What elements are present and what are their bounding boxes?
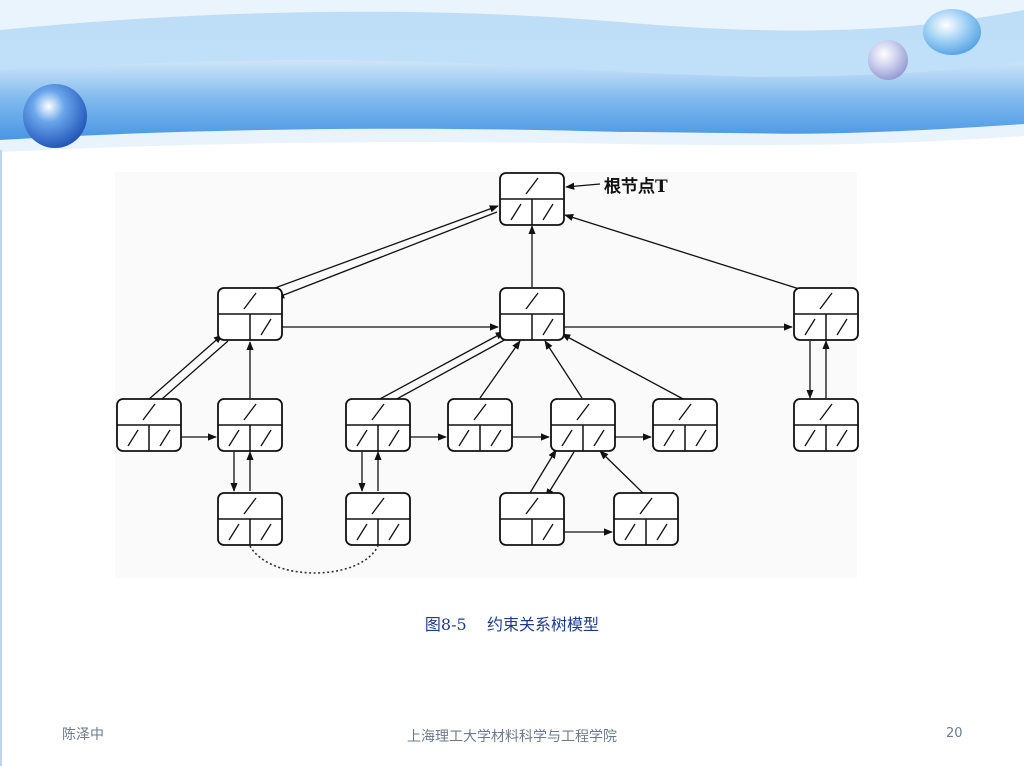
null-slash [228, 523, 240, 541]
orb-medium-icon [923, 9, 981, 55]
null-slash [356, 429, 368, 447]
link-arrow [147, 334, 223, 401]
null-slash [576, 403, 590, 421]
null-slash [542, 203, 554, 221]
null-slash [663, 429, 675, 447]
null-slash [490, 429, 502, 447]
link-arrow [561, 333, 686, 401]
null-slash [819, 403, 833, 421]
null-slash [127, 429, 139, 447]
footer-page-number: 20 [946, 726, 963, 741]
null-slash [228, 429, 240, 447]
tree-node [793, 287, 859, 341]
null-slash [159, 429, 171, 447]
null-slash [656, 523, 668, 541]
null-slash [804, 318, 816, 336]
orb-large-icon [23, 84, 87, 148]
null-slash [388, 429, 400, 447]
null-slash [473, 403, 487, 421]
footer-author: 陈泽中 [62, 727, 104, 743]
root-node-label: 根节点T [604, 177, 668, 197]
null-slash [356, 523, 368, 541]
null-slash [593, 429, 605, 447]
null-slash [510, 203, 522, 221]
link-arrow [153, 340, 229, 407]
null-slash [525, 177, 539, 195]
link-arrow [599, 450, 646, 496]
null-slash [260, 523, 272, 541]
null-slash [260, 429, 272, 447]
constraint-tree-diagram [116, 172, 859, 574]
link-layer [147, 182, 830, 574]
null-slash [260, 318, 272, 336]
tree-node [793, 398, 859, 452]
null-slash [678, 403, 692, 421]
left-border [0, 150, 2, 766]
link-arrow [545, 451, 575, 498]
figure-number: 图8-5 [424, 615, 467, 634]
null-slash [819, 292, 833, 310]
tree-node [499, 172, 565, 226]
dotted-link [249, 545, 379, 574]
null-slash [388, 523, 400, 541]
null-slash [804, 429, 816, 447]
null-slash [525, 497, 539, 515]
null-slash [243, 292, 257, 310]
link-arrow [479, 340, 521, 399]
header-wave-blue [0, 60, 1024, 148]
tree-node [499, 287, 565, 341]
null-slash [561, 429, 573, 447]
null-slash [836, 318, 848, 336]
null-slash [142, 403, 156, 421]
link-arrow [544, 340, 583, 399]
null-slash [371, 497, 385, 515]
link-arrow [377, 331, 505, 401]
figure-caption: 图8-5 约束关系树模型 [0, 611, 1024, 635]
tree-node [217, 398, 283, 452]
tree-node [447, 398, 513, 452]
null-slash [542, 318, 554, 336]
tree-node [217, 492, 283, 546]
null-slash [525, 292, 539, 310]
null-slash [639, 497, 653, 515]
tree-node [550, 398, 616, 452]
null-slash [695, 429, 707, 447]
header-banner [0, 0, 1024, 152]
orb-small-icon [868, 40, 908, 80]
null-slash [624, 523, 636, 541]
null-slash [542, 523, 554, 541]
tree-node [217, 287, 283, 341]
null-slash [836, 429, 848, 447]
null-slash [458, 429, 470, 447]
link-arrow [275, 211, 498, 299]
null-slash [243, 403, 257, 421]
link-arrow [565, 182, 601, 190]
node-layer [116, 172, 859, 546]
null-slash [371, 403, 385, 421]
tree-node [116, 398, 182, 452]
tree-node [345, 492, 411, 546]
link-arrow [529, 449, 557, 494]
link-arrow [564, 213, 829, 299]
footer-institution: 上海理工大学材料科学与工程学院 [407, 729, 617, 745]
tree-node [613, 492, 679, 546]
header-wave-highlight [0, 124, 1024, 152]
link-arrow [383, 337, 509, 407]
tree-node [345, 398, 411, 452]
null-slash [243, 497, 257, 515]
tree-node [652, 398, 718, 452]
tree-node [499, 492, 565, 546]
link-arrow [252, 205, 499, 297]
figure-title: 约束关系树模型 [487, 615, 600, 634]
